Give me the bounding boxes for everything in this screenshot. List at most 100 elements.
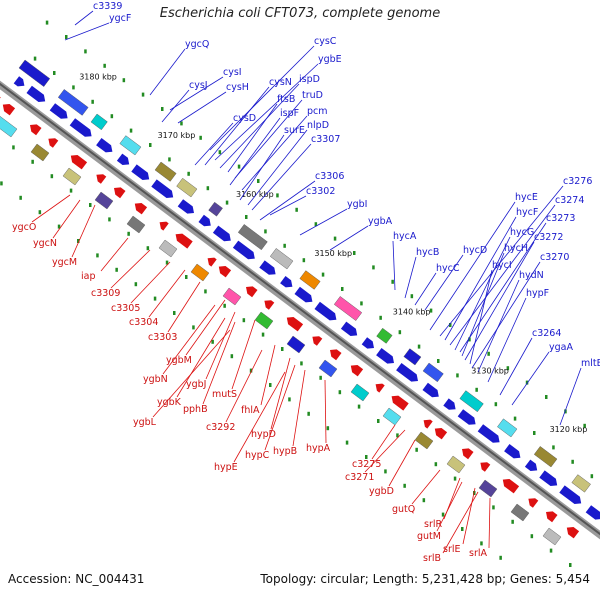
gene-label-c3309: c3309 [91,288,120,299]
tick-mark [33,56,37,61]
tick-mark [57,224,61,229]
tick-mark [115,267,118,272]
label-leader-line [488,497,491,549]
tick-mark [149,143,152,147]
gene-label-hycG: hycG [510,227,534,238]
forward-gene [539,470,558,487]
gene-label-ygbI: ygbI [347,199,367,210]
tick-mark [372,265,375,270]
label-leader-line [177,91,227,124]
scale-label: 3140 kbp [393,308,431,317]
reverse-gene [434,428,448,440]
gene-label-c3276: c3276 [563,176,592,187]
gene-label-ygbA: ygbA [368,216,393,227]
cog-block [299,270,321,290]
tick-mark [321,272,325,277]
tick-mark [257,179,260,183]
tick-mark [146,246,150,251]
tick-mark [122,78,126,83]
gene-label-c3270: c3270 [540,252,569,263]
reverse-gene [423,419,433,429]
cog-block [237,224,268,251]
tick-mark [499,555,502,560]
tick-mark [65,35,68,39]
label-leader-line [31,194,71,223]
tick-mark [338,390,342,395]
cog-block [403,348,422,366]
tick-mark [590,474,594,479]
cog-block [376,327,393,344]
tick-mark [91,99,94,104]
gene-label-hycE: hycE [515,192,538,203]
reverse-gene [462,448,474,460]
forward-gene [376,348,394,364]
label-leader-line [364,429,406,473]
gene-label-pphB: pphB [183,404,208,415]
label-leader-line [511,351,550,406]
gene-label-ftsB: ftsB [277,94,295,105]
cog-block [446,455,466,474]
gene-label-hycC: hycC [436,263,460,274]
tick-mark [161,107,164,111]
forward-gene [26,85,46,103]
label-leader-line [371,424,396,460]
forward-gene [198,214,211,227]
gene-label-mltB: mltB [581,358,600,369]
reverse-gene [528,498,539,508]
label-leader-line [259,180,316,221]
forward-gene [13,76,25,87]
tick-mark [525,380,529,385]
gene-label-truD: truD [302,90,323,101]
tick-mark [165,260,169,265]
gene-label-ygcN: ygcN [33,238,57,249]
gene-label-c3264: c3264 [532,328,561,339]
tick-mark [53,71,56,75]
tick-mark [204,289,207,294]
label-leader-line [162,304,216,375]
gene-label-c3274: c3274 [555,195,584,206]
tick-mark [72,85,75,90]
tick-mark [365,455,368,459]
tick-mark [506,366,510,371]
gene-label-hypC: hypC [245,450,270,461]
gene-label-ygcM: ygcM [52,257,77,268]
forward-gene [294,286,313,303]
tick-mark [468,337,471,342]
tick-mark [583,423,586,428]
tick-mark [249,368,253,373]
tick-mark [173,311,176,315]
tick-mark [357,404,361,409]
gene-label-c3303: c3303 [148,332,177,343]
forward-gene [232,240,255,260]
reverse-gene [218,266,232,278]
forward-gene [504,444,521,459]
gene-label-hycB: hycB [416,247,439,258]
cog-block [90,113,108,131]
gene-label-ygbL: ygbL [133,417,157,428]
reverse-gene [159,221,169,231]
label-leader-line [148,269,186,318]
label-leader-line [167,281,201,333]
forward-gene [69,118,92,137]
label-leader-line [444,216,517,341]
tick-mark [12,145,15,150]
tick-mark [38,210,42,215]
forward-gene [131,164,150,181]
reverse-gene [375,383,385,393]
gene-label-hypF: hypF [526,288,549,299]
label-leader-line [270,357,291,430]
genome-backbone-shadow [0,82,600,536]
tick-mark [545,395,548,399]
tick-mark [326,426,330,431]
tick-mark [50,174,54,179]
cog-block [119,135,142,156]
reverse-gene [391,395,409,411]
tick-mark [403,483,406,488]
gene-label-iap: iap [81,271,96,282]
forward-gene [559,485,582,505]
label-leader-line [269,195,307,216]
label-leader-line [388,439,416,487]
reverse-gene [134,203,148,215]
tick-mark [69,188,73,193]
